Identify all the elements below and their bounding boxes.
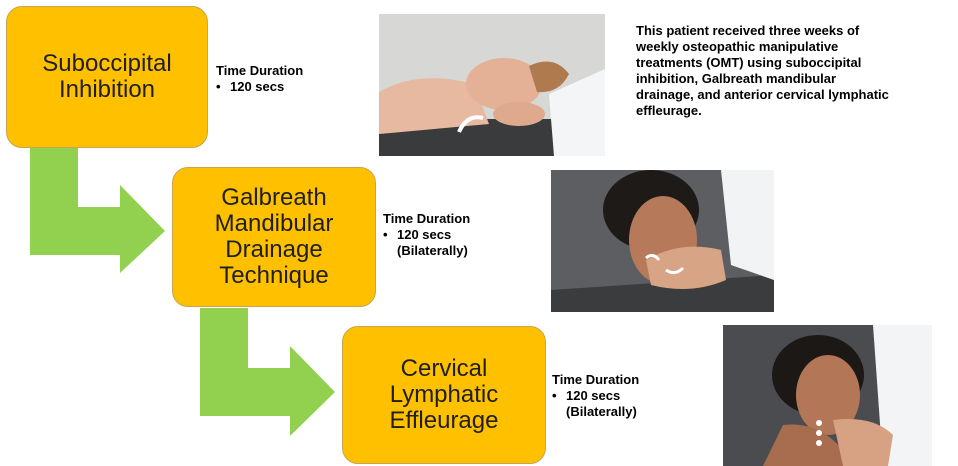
description-line: inhibition, Galbreath mandibular <box>636 71 958 87</box>
duration-info-step-1: Time Duration •120 secs <box>216 63 303 95</box>
suboccipital-inhibition-photo <box>379 14 605 156</box>
duration-note: (Bilaterally) <box>397 243 468 259</box>
step-label: Suboccipital Inhibition <box>42 51 171 103</box>
duration-info-step-3: Time Duration •120 secs (Bilaterally) <box>552 372 639 420</box>
bullet: • <box>216 79 230 95</box>
step-label: Galbreath Mandibular Drainage Technique <box>215 185 334 289</box>
galbreath-technique-photo <box>551 170 774 312</box>
step-box-galbreath-technique: Galbreath Mandibular Drainage Technique <box>172 167 376 307</box>
step-box-cervical-lymphatic-effleurage: Cervical Lymphatic Effleurage <box>342 326 546 464</box>
step-box-suboccipital-inhibition: Suboccipital Inhibition <box>6 6 208 148</box>
duration-value: 120 secs <box>397 227 451 243</box>
duration-title: Time Duration <box>216 63 303 79</box>
description-line: treatments (OMT) using suboccipital <box>636 55 958 71</box>
description-line: effleurage. <box>636 103 958 119</box>
duration-title: Time Duration <box>383 211 470 227</box>
duration-value: 120 secs <box>566 388 620 404</box>
flow-arrow-2 <box>190 308 340 438</box>
bullet: • <box>552 388 566 404</box>
duration-info-step-2: Time Duration •120 secs (Bilaterally) <box>383 211 470 259</box>
duration-note: (Bilaterally) <box>566 404 637 420</box>
cervical-lymphatic-effleurage-photo <box>723 325 932 466</box>
duration-value: 120 secs <box>230 79 284 95</box>
treatment-description: This patient received three weeks of wee… <box>636 23 958 119</box>
bullet: • <box>383 227 397 243</box>
description-line: weekly osteopathic manipulative <box>636 39 958 55</box>
description-line: This patient received three weeks of <box>636 23 958 39</box>
description-line: drainage, and anterior cervical lymphati… <box>636 87 958 103</box>
duration-title: Time Duration <box>552 372 639 388</box>
step-label: Cervical Lymphatic Effleurage <box>390 356 499 434</box>
flow-arrow-1 <box>20 145 170 275</box>
